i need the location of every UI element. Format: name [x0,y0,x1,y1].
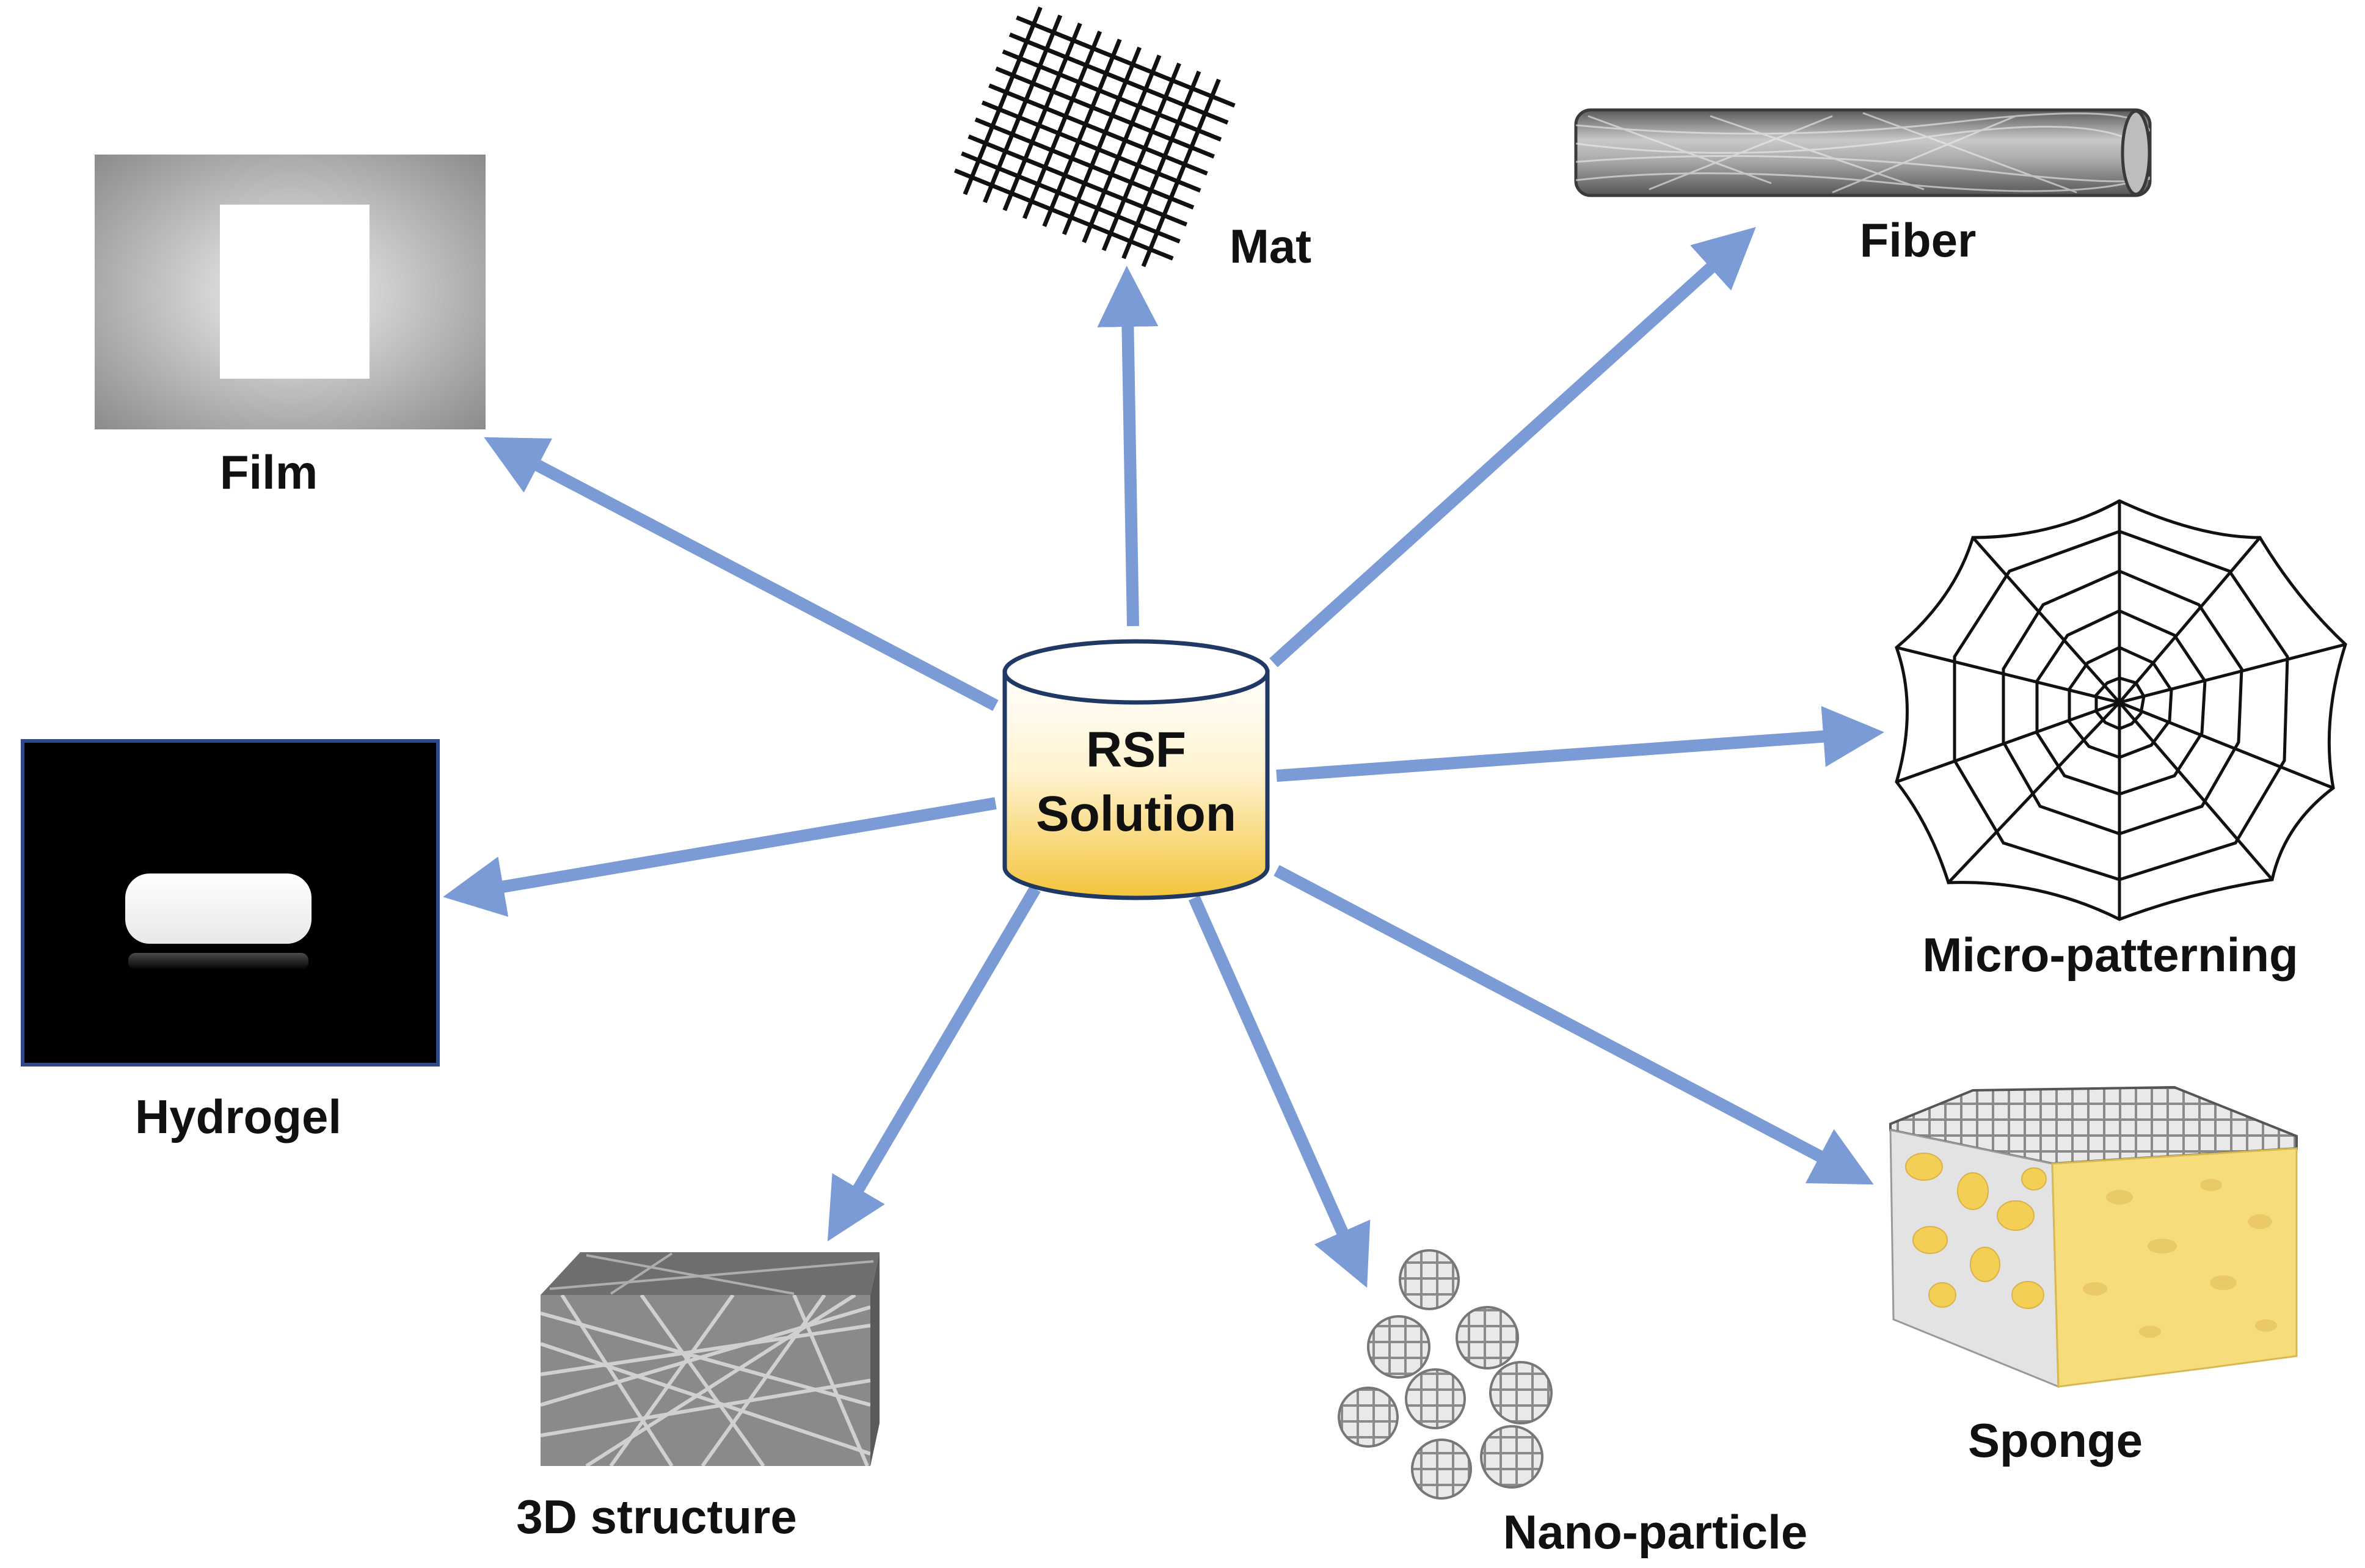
mat-node: Mat [953,6,1311,273]
3d-structure-node: 3D structure [516,1252,880,1544]
arrow-to-film [484,437,999,711]
sponge-right-face [2051,1147,2298,1388]
fibrous-cube-icon [541,1252,880,1466]
mat-label: Mat [1230,219,1311,273]
fiber-label: Fiber [1860,213,1977,267]
sponge-node: Sponge [1889,1085,2298,1467]
arrow-to-3d-structure [827,885,1041,1242]
film-icon [95,155,486,429]
arrow-to-fiber [1269,227,1756,668]
sponge-label: Sponge [1968,1413,2143,1467]
arrow-to-micro-patterning [1276,706,1884,782]
arrow-to-mat [1097,266,1159,627]
nano-particle-node: Nano-particle [1338,1249,1807,1559]
center-label-line1: RSF [1086,722,1186,778]
hydrogel-node: Hydrogel [21,739,440,1143]
cylinder-top [1002,639,1270,705]
arrow-to-hydrogel [443,797,997,917]
arrow-to-sponge [1274,865,1874,1185]
porous-sponge-icon [1889,1085,2298,1388]
mesh-mat-icon [953,6,1236,268]
rsf-solution-cylinder: RSF Solution [1002,639,1270,900]
cylinder-body [1002,669,1270,900]
3d-structure-label: 3D structure [516,1490,796,1544]
nano-particle-cluster-icon [1338,1249,1553,1500]
nano-particle-label: Nano-particle [1503,1505,1807,1559]
micro-patterning-node: Micro-patterning [1895,499,2347,982]
hydrogel-icon [21,739,440,1067]
fiber-node: Fiber [1574,108,2152,267]
arrow-to-nano-particle [1188,895,1371,1288]
film-node: Film [95,155,486,499]
arrows [443,227,1884,1288]
center-label-line2: Solution [1036,786,1236,842]
spider-web-icon [1895,499,2347,921]
film-label: Film [220,445,318,499]
hydrogel-label: Hydrogel [135,1090,341,1143]
micro-patterning-label: Micro-patterning [1922,928,2298,982]
fiber-tube-icon [1574,108,2152,197]
